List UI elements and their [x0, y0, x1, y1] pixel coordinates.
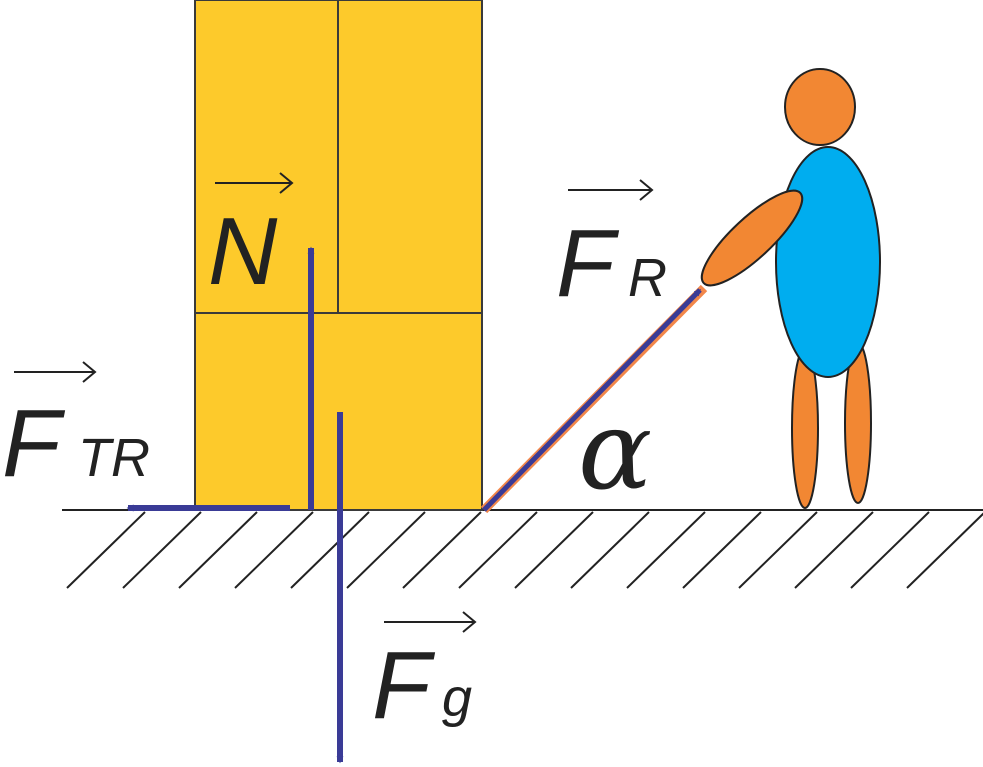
- ground-hatch-line: [794, 511, 874, 589]
- label-friction-sub: TR: [78, 428, 150, 488]
- person: [700, 68, 881, 509]
- ground-hatch-line: [850, 511, 930, 589]
- ground-hatch-line: [402, 511, 482, 589]
- ground-hatching: [66, 511, 983, 589]
- ground-hatch-line: [66, 511, 146, 589]
- label-friction-force: F TR: [2, 361, 150, 497]
- person-body: [775, 146, 881, 378]
- angle-alpha-label: α: [578, 386, 652, 514]
- ground-hatch-line: [626, 511, 706, 589]
- label-friction-vector-tip: [82, 361, 97, 383]
- ground-hatch-line: [458, 511, 538, 589]
- ground-hatch-line: [290, 511, 370, 589]
- label-normal-main: N: [208, 198, 278, 305]
- vectors: [126, 246, 708, 764]
- label-pull-force: F R: [556, 179, 667, 317]
- ground-hatch-line: [122, 511, 202, 589]
- ground-hatch-line: [682, 511, 762, 589]
- label-normal-vector-tip: [279, 172, 294, 194]
- ground-hatch-line: [906, 512, 983, 589]
- ground: [62, 509, 983, 589]
- ground-hatch-line: [570, 511, 650, 589]
- label-gravity-main: F: [372, 632, 436, 739]
- label-normal-force: N: [208, 172, 294, 305]
- ground-hatch-line: [514, 511, 594, 589]
- pull-force-arrow: [482, 288, 702, 512]
- person-arm: [700, 189, 804, 287]
- ground-hatch-line: [234, 511, 314, 589]
- ground-hatch-line: [178, 511, 258, 589]
- person-head: [784, 68, 856, 146]
- label-gravity-vector-tip: [462, 611, 477, 633]
- label-pull-main: F: [556, 210, 620, 317]
- label-pull-vector-tip: [639, 179, 654, 201]
- label-pull-sub: R: [628, 248, 667, 308]
- ground-hatch-line: [346, 511, 426, 589]
- label-gravity-sub: g: [442, 668, 472, 728]
- label-gravity-force: F g: [372, 611, 477, 739]
- label-friction-main: F: [2, 390, 66, 497]
- ground-hatch-line: [738, 511, 818, 589]
